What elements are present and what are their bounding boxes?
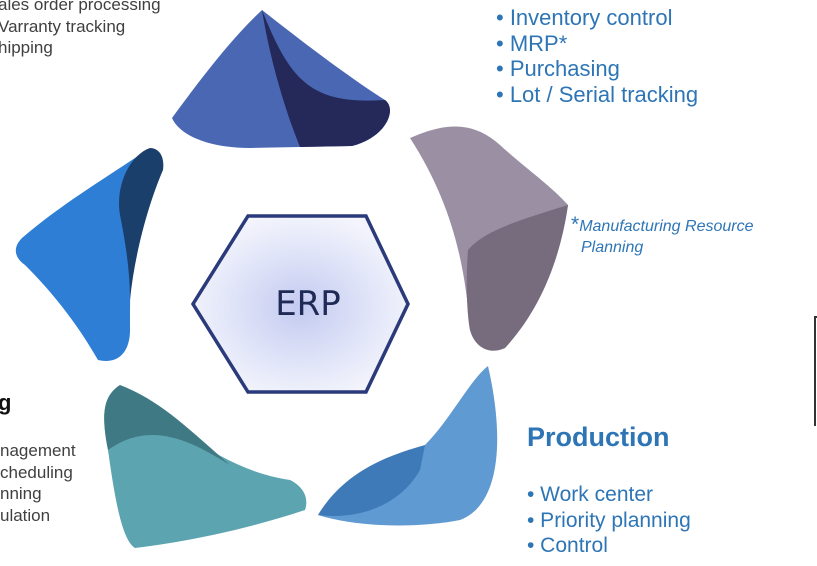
petal-planning-fold [104, 385, 230, 465]
planning-item: nning [0, 484, 42, 503]
petal-inventory [410, 126, 568, 351]
petal-production-fold [318, 445, 425, 516]
inventory-item: • Inventory control [496, 5, 673, 30]
footnote-line-1: Manufacturing Resource [579, 218, 754, 235]
production-item: • Control [527, 534, 608, 557]
center-label: ERP [275, 284, 341, 324]
petal-planning [104, 385, 307, 548]
petal-production [318, 366, 498, 526]
petal-left-shape [15, 148, 151, 361]
planning-item: cheduling [0, 462, 73, 482]
sales-item: Varranty tracking [0, 16, 126, 36]
sales-item: ales order processing [0, 0, 161, 14]
mrp-footnote: *Manufacturing Resource Planning [571, 214, 754, 258]
petal-sales [172, 10, 390, 148]
planning-item: nagement [0, 441, 76, 460]
center-hexagon [190, 214, 410, 394]
production-item: • Work center [527, 483, 653, 506]
production-item: • Priority planning [527, 508, 691, 532]
inventory-list: • Inventory control • MRP* • Purchasing … [496, 5, 698, 107]
inventory-item: • Lot / Serial tracking [496, 81, 699, 107]
planning-item: ulation [0, 505, 51, 525]
petal-left-fold [119, 148, 164, 300]
production-list: • Work center • Priority planning • Cont… [527, 482, 691, 559]
planning-list: nagement cheduling nning ulation [0, 440, 76, 526]
petal-left [15, 148, 164, 361]
production-heading: Production [527, 422, 670, 452]
sales-item: hipping [0, 38, 53, 57]
petal-inventory-fold [466, 205, 568, 351]
right-edge-mark [814, 316, 817, 426]
footnote-line-2: Planning [581, 239, 644, 256]
planning-heading: g [0, 390, 12, 415]
petal-sales-fold [262, 10, 390, 147]
footnote-asterisk: * [571, 213, 580, 236]
inventory-item: • Purchasing [496, 56, 620, 81]
sales-list: ales order processing Varranty tracking … [0, 0, 161, 59]
inventory-item: • MRP* [496, 30, 568, 56]
